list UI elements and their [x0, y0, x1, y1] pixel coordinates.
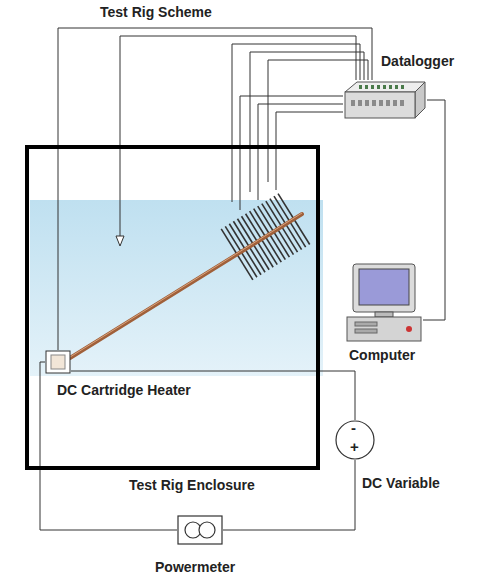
monitor-screen [359, 269, 409, 305]
logger-port [351, 100, 355, 106]
node-label: DC Variable [362, 475, 440, 491]
polarity-mark: + [350, 439, 359, 455]
probe-tip [116, 236, 124, 246]
heater-rod [70, 214, 302, 358]
water-bath [30, 200, 323, 376]
logger-port [365, 100, 369, 106]
logger-port [393, 100, 397, 106]
cartridge-heater: DC Cartridge Heater [45, 350, 71, 374]
computer-icon [345, 262, 423, 344]
heater-icon [45, 350, 71, 374]
pc-tower [347, 317, 421, 341]
test-rig-enclosure: Test Rig EnclosureDC Cartridge Heater [25, 145, 320, 470]
meter-coil [199, 522, 215, 538]
logger-side [415, 82, 425, 118]
fin-wire [250, 52, 364, 192]
logger-led [359, 85, 362, 89]
heater-core [51, 355, 65, 369]
pc-power [406, 326, 412, 332]
pc-drive [355, 322, 377, 326]
logger-port [372, 100, 376, 106]
node-label: Computer [349, 347, 415, 363]
node-label: DC Cartridge Heater [57, 382, 191, 398]
fin-wire [276, 112, 343, 190]
node-label: Test Rig Enclosure [129, 477, 255, 493]
computer-icon: Computer [345, 262, 423, 344]
logger-front [345, 92, 415, 118]
logger-top [345, 82, 425, 92]
fin-wire [258, 104, 343, 200]
meter-body [178, 516, 222, 544]
polarity-mark: - [351, 420, 356, 436]
logger-led [371, 85, 374, 89]
datalogger-device: Datalogger [343, 80, 427, 120]
logger-port [379, 100, 383, 106]
probe-wire [120, 36, 356, 240]
meter-icon [177, 515, 223, 545]
monitor-case [353, 264, 415, 312]
source-circle [336, 421, 374, 459]
logger-led [395, 85, 398, 89]
powermeter-symbol: Powermeter [177, 515, 223, 545]
logger-led [401, 85, 404, 89]
logger-led [383, 85, 386, 89]
logger-port [386, 100, 390, 106]
heater-body [46, 351, 70, 373]
node-label: Datalogger [381, 53, 454, 69]
heater-rod-highlight [70, 213, 302, 357]
logger-port [400, 100, 404, 106]
wire-connector [223, 460, 355, 530]
logger-led [389, 85, 392, 89]
wire-connector [58, 28, 372, 350]
node-label: Powermeter [155, 559, 235, 575]
logger-led [377, 85, 380, 89]
logger-icon [343, 80, 427, 120]
logger-port [358, 100, 362, 106]
logger-led [365, 85, 368, 89]
pc-drive [355, 329, 377, 333]
monitor-stand [375, 312, 393, 317]
fin-wire [232, 44, 360, 202]
wire-connector [423, 100, 445, 320]
diagram-title: Test Rig Scheme [100, 4, 212, 20]
fin-wire [240, 96, 343, 210]
